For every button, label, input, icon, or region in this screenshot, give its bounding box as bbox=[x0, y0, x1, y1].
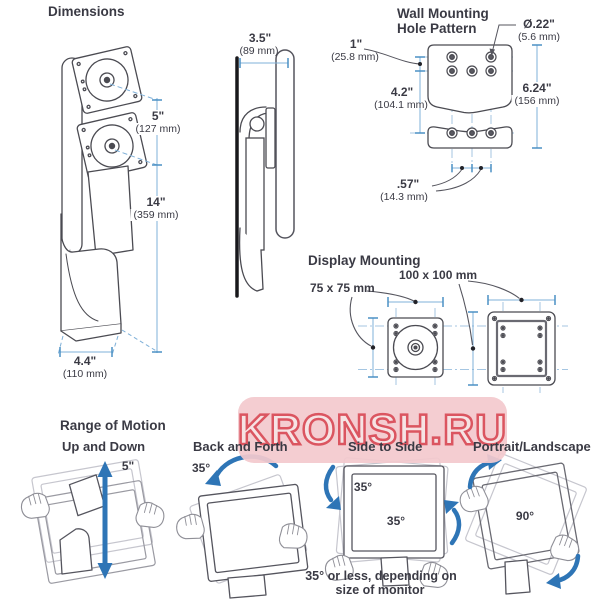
up-down-value: 5" bbox=[121, 459, 135, 473]
display-mounting-title: Display Mounting bbox=[308, 253, 421, 268]
side-side-right-arrow-icon bbox=[444, 500, 462, 546]
travel-inches: 5" bbox=[148, 110, 168, 123]
back-forth-value: 35° bbox=[192, 461, 211, 475]
row-gap-inches: 1" bbox=[349, 37, 363, 51]
side-side-note-line2: size of monitor bbox=[335, 583, 425, 597]
portrait-landscape-illustration bbox=[456, 453, 587, 595]
back-forth-label: Back and Forth bbox=[193, 439, 288, 454]
wall-pattern-title-line2: Hole Pattern bbox=[397, 21, 477, 36]
wall-plate-drawing bbox=[427, 44, 513, 149]
total-height-inches: 6.24" bbox=[519, 82, 555, 95]
vesa-100-label: 100 x 100 mm bbox=[399, 268, 478, 282]
range-of-motion-title: Range of Motion bbox=[60, 418, 166, 433]
side-side-value-left: 35° bbox=[353, 480, 373, 494]
hole-spacing-mm: (14.3 mm) bbox=[380, 191, 428, 203]
height-inches: 14" bbox=[143, 196, 169, 209]
total-height-mm: (156 mm) bbox=[511, 95, 563, 107]
dimensions-title: Dimensions bbox=[48, 4, 125, 19]
up-down-illustration bbox=[18, 459, 168, 584]
front-view-dimension-lines bbox=[57, 83, 159, 356]
portrait-landscape-bottom-arrow-icon bbox=[546, 553, 581, 589]
watermark: KRONSH.RU bbox=[237, 397, 507, 463]
width-mm: (110 mm) bbox=[62, 368, 108, 380]
side-side-label: Side to Side bbox=[348, 439, 423, 454]
vesa-75-plate bbox=[387, 317, 444, 378]
span-mm: (104.1 mm) bbox=[374, 99, 428, 111]
side-view-dimension bbox=[239, 58, 289, 68]
vesa-plate-lower bbox=[76, 112, 148, 180]
travel-mm: (127 mm) bbox=[132, 123, 184, 135]
side-view-drawing bbox=[235, 49, 295, 298]
wall-pattern-title-line1: Wall Mounting bbox=[397, 6, 489, 21]
hole-spacing-inches: .57" bbox=[396, 177, 420, 191]
front-view-dimension-ticks bbox=[59, 99, 162, 357]
hole-diameter-mm: (5.6 mm) bbox=[518, 31, 560, 43]
hole-diameter-inches: Ø.22" bbox=[523, 17, 555, 31]
depth-inches: 3.5" bbox=[248, 31, 272, 45]
portrait-landscape-value: 90° bbox=[515, 509, 535, 523]
vesa-plate-upper bbox=[71, 46, 143, 114]
back-forth-illustration bbox=[174, 454, 310, 599]
vesa-100-plate bbox=[487, 311, 556, 386]
side-side-note-line1: 35° or less, depending on bbox=[305, 569, 457, 583]
portrait-landscape-label: Portrait/Landscape bbox=[473, 439, 591, 454]
side-side-value-right: 35° bbox=[386, 514, 406, 528]
width-inches: 4.4" bbox=[73, 354, 97, 368]
side-side-left-arrow-icon bbox=[323, 464, 341, 510]
span-inches: 4.2" bbox=[390, 85, 414, 99]
up-down-label: Up and Down bbox=[62, 439, 146, 454]
row-gap-mm: (25.8 mm) bbox=[331, 51, 379, 63]
display-mounting-dimensions bbox=[349, 280, 556, 386]
front-view-drawing bbox=[60, 46, 148, 342]
wall-plate-dimensions bbox=[363, 24, 542, 192]
up-down-arrow-icon bbox=[97, 461, 113, 579]
depth-mm: (89 mm) bbox=[239, 45, 279, 57]
vesa-75-label: 75 x 75 mm bbox=[310, 281, 375, 295]
height-mm: (359 mm) bbox=[130, 209, 182, 221]
side-side-illustration bbox=[322, 457, 462, 592]
